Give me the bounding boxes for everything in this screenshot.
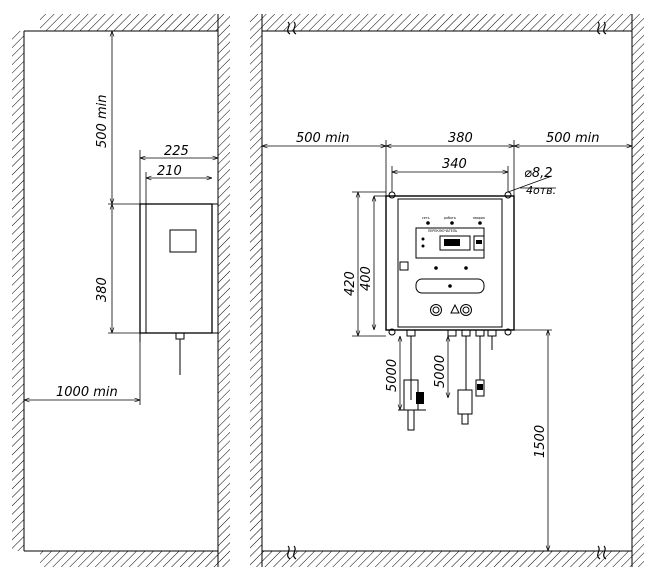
left-dimensions [24, 31, 219, 405]
front-dimensions [262, 140, 632, 551]
dim-hole-count: 4отв. [526, 184, 556, 197]
dim-total-height: 420 [343, 271, 358, 296]
dim-cable-right: 5000 [433, 355, 448, 388]
side-view-enclosure [139, 203, 219, 375]
dim-cable-left: 5000 [385, 359, 400, 392]
dim-clearance-floor: 1000 min [56, 385, 118, 400]
right-room-walls [250, 14, 644, 567]
svg-text:авария: авария [473, 216, 485, 220]
cables-and-sensors [398, 336, 493, 431]
dim-hole-diameter: ⌀8,2 [524, 166, 553, 181]
dim-depth-body: 210 [157, 164, 182, 179]
dim-mount-height: 1500 [533, 425, 548, 458]
left-room-walls [12, 14, 230, 567]
left-view: 500 min 225 210 380 1000 min [12, 14, 230, 567]
dim-height: 380 [95, 277, 110, 302]
dim-mount-spacing: 340 [442, 157, 467, 172]
svg-text:ПЕРЕКЛЮЧАТЕЛЬ: ПЕРЕКЛЮЧАТЕЛЬ [428, 229, 457, 233]
dim-body-height: 400 [359, 266, 374, 291]
dim-width: 380 [448, 131, 473, 146]
front-view: сеть работа авария ПЕРЕКЛЮЧАТЕЛЬ [250, 14, 644, 567]
dim-clearance-right: 500 min [546, 131, 599, 146]
svg-text:сеть: сеть [422, 216, 430, 220]
dim-depth-total: 225 [164, 144, 189, 159]
dim-clearance-top: 500 min [95, 95, 110, 148]
svg-text:работа: работа [444, 216, 456, 220]
front-enclosure: сеть работа авария ПЕРЕКЛЮЧАТЕЛЬ [385, 191, 515, 337]
dim-clearance-left: 500 min [296, 131, 349, 146]
